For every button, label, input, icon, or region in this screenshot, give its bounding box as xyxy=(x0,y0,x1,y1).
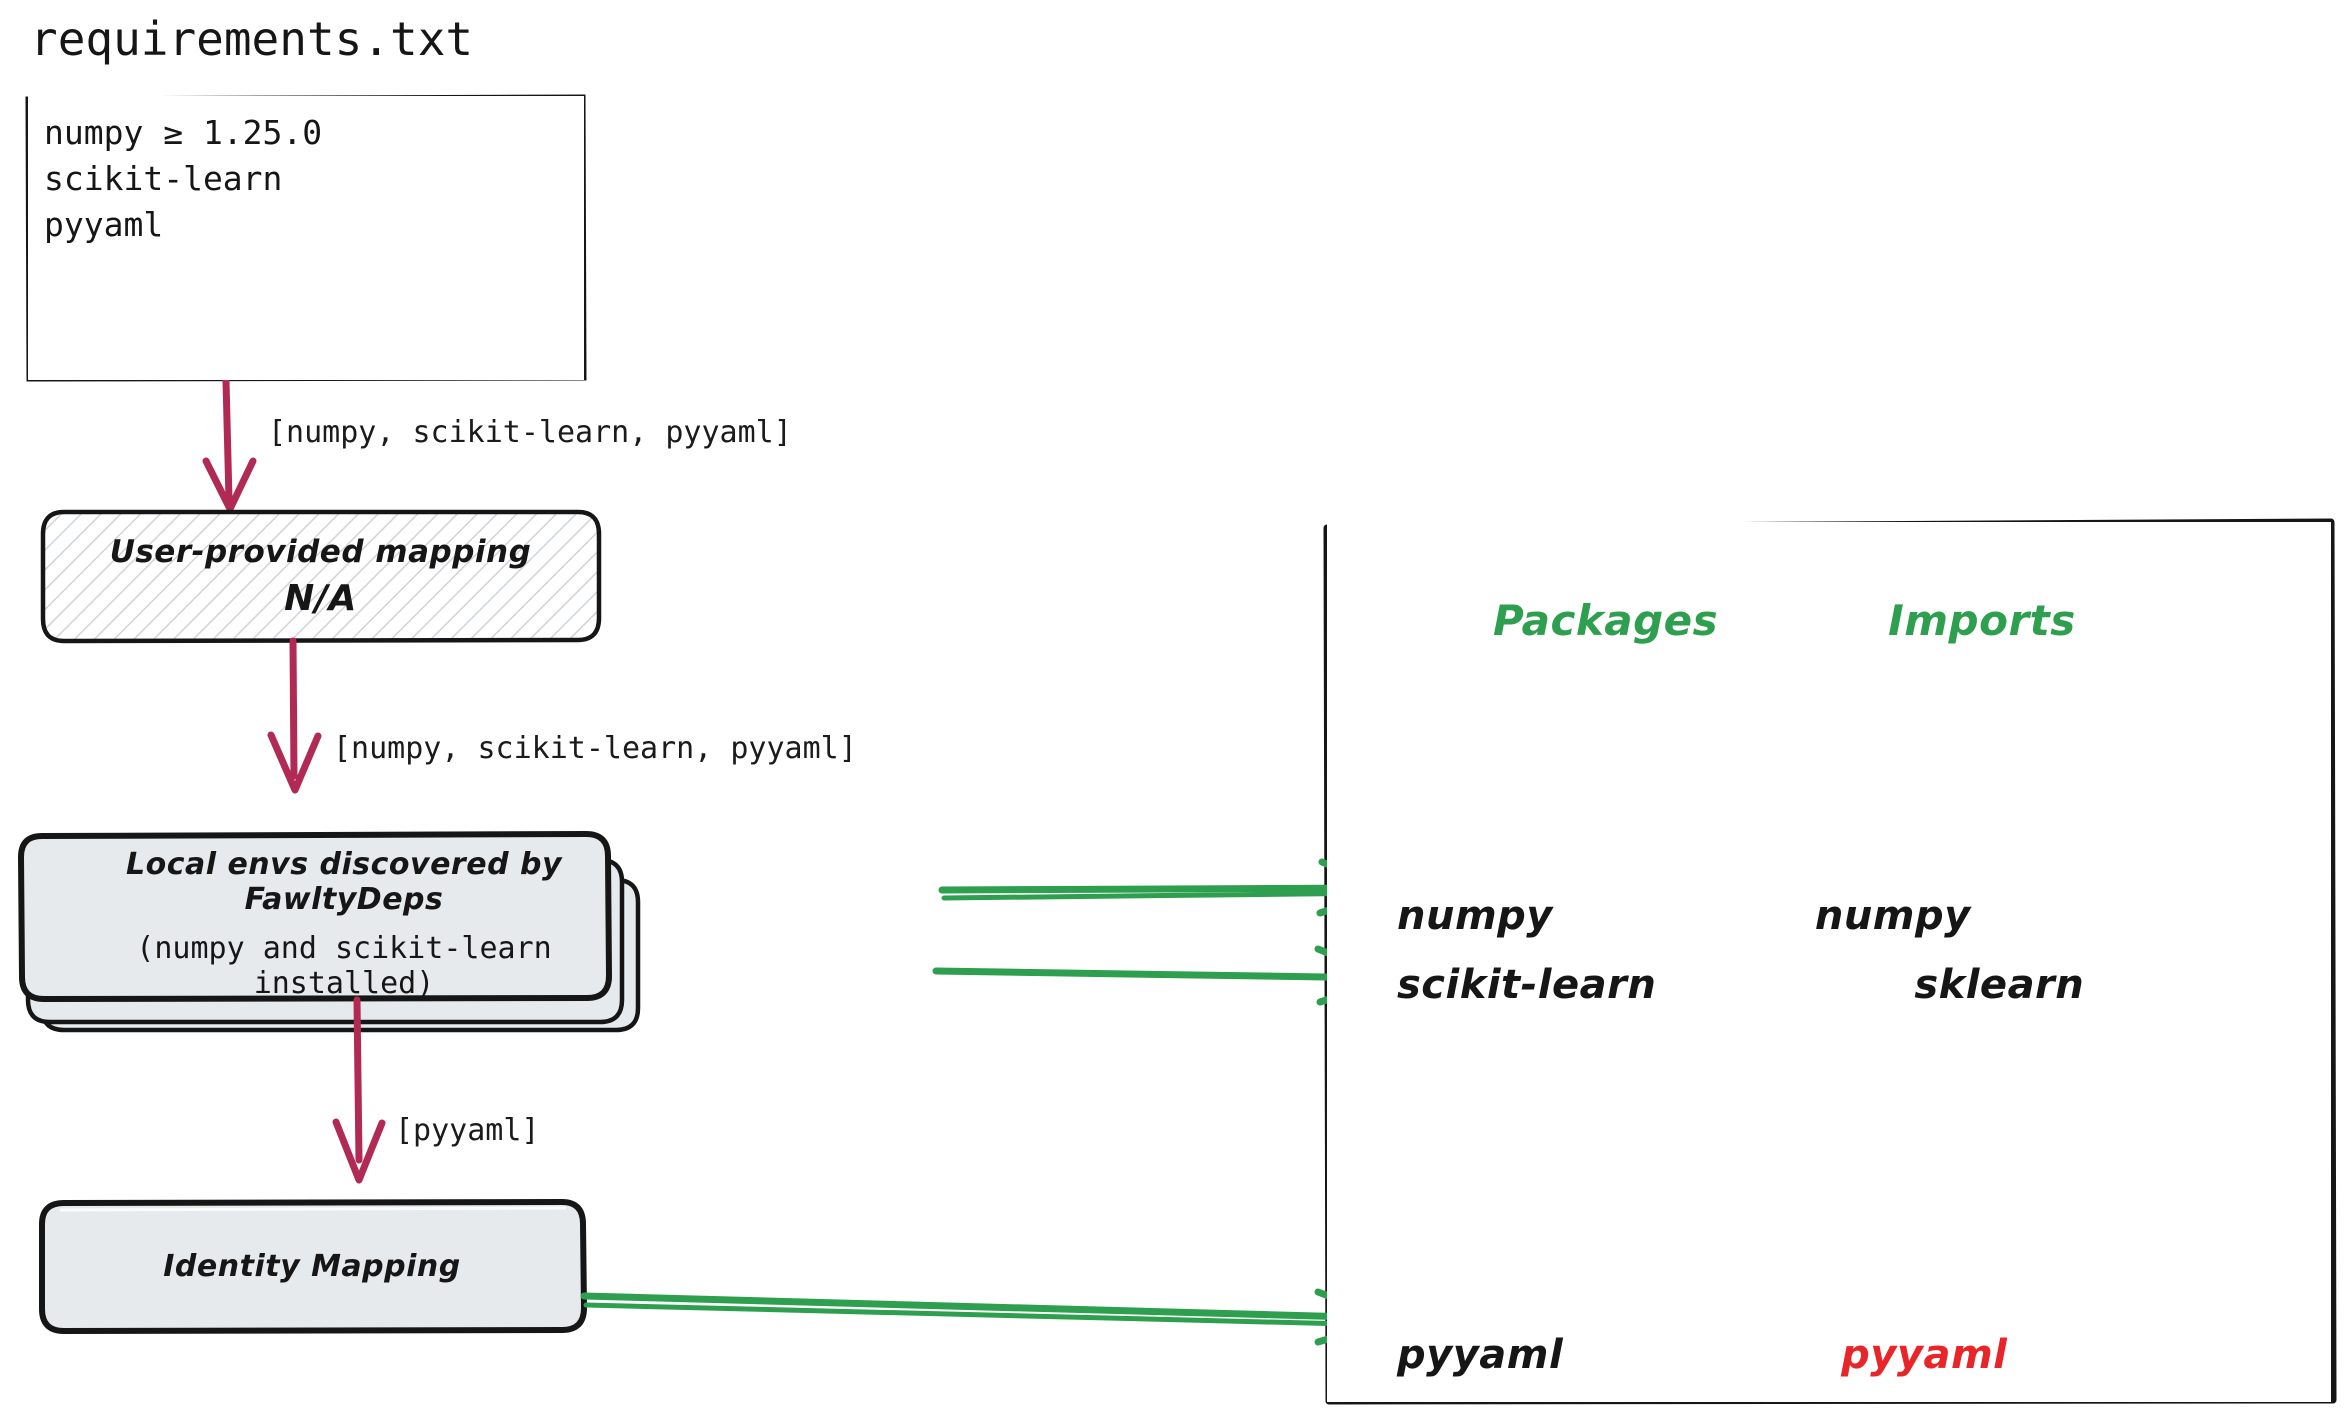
mapping-import-name: numpy xyxy=(1814,893,1971,939)
mapping-package-name: numpy xyxy=(1397,893,1553,939)
page-title: requirements.txt xyxy=(30,12,474,66)
edge-label-user-mapping-to-local-envs: [numpy, scikit-learn, pyyaml] xyxy=(333,731,857,766)
edge-arrow-3 xyxy=(332,996,386,1184)
edge-arrow-1 xyxy=(202,377,257,513)
resolve-arrow-numpy xyxy=(938,858,1396,917)
panel-header: Packages Imports xyxy=(1493,596,2076,645)
edge-label-local-envs-to-identity-mapping: [pyyaml] xyxy=(395,1113,540,1148)
node-local-envs-detail: (numpy and scikit-learn installed) xyxy=(136,931,552,1001)
mapping-import-name: sklearn xyxy=(1914,962,2085,1008)
mapping-import-name-missing: pyyaml xyxy=(1841,1332,2008,1378)
mapping-row: pyyaml pyyaml xyxy=(1397,1332,2007,1378)
node-local-envs-title: Local envs discovered by FawltyDeps xyxy=(125,847,563,917)
requirements-file-box: numpy ≥ 1.25.0 scikit-learn pyyaml xyxy=(28,96,584,380)
requirements-file-content: numpy ≥ 1.25.0 scikit-learn pyyaml xyxy=(44,113,323,244)
mapping-package-name: pyyaml xyxy=(1397,1332,1564,1378)
node-identity-mapping-label: Identity Mapping xyxy=(163,1248,461,1284)
node-local-envs[interactable]: Local envs discovered by FawltyDeps (num… xyxy=(20,833,640,1015)
panel-header-imports: Imports xyxy=(1888,596,2076,645)
mapping-row: numpy numpy xyxy=(1397,893,1971,939)
node-user-mapping-title: User-provided mapping xyxy=(109,533,532,570)
node-user-provided-mapping[interactable]: User-provided mapping N/A xyxy=(42,511,599,641)
resolution-panel: Packages Imports numpy numpy scikit-lear… xyxy=(1327,522,2331,1402)
panel-header-packages: Packages xyxy=(1493,596,1719,645)
node-identity-mapping[interactable]: Identity Mapping xyxy=(42,1202,582,1330)
edge-arrow-2 xyxy=(267,637,322,794)
mapping-package-name: scikit-learn xyxy=(1397,962,1657,1008)
resolve-arrow-pyyaml xyxy=(580,1288,1396,1346)
resolve-arrow-scikit-learn xyxy=(932,945,1396,1006)
edge-label-requirements-to-user-mapping: [numpy, scikit-learn, pyyaml] xyxy=(268,415,792,450)
node-user-mapping-value: N/A xyxy=(284,577,357,619)
mapping-row: scikit-learn sklearn xyxy=(1397,962,2084,1008)
